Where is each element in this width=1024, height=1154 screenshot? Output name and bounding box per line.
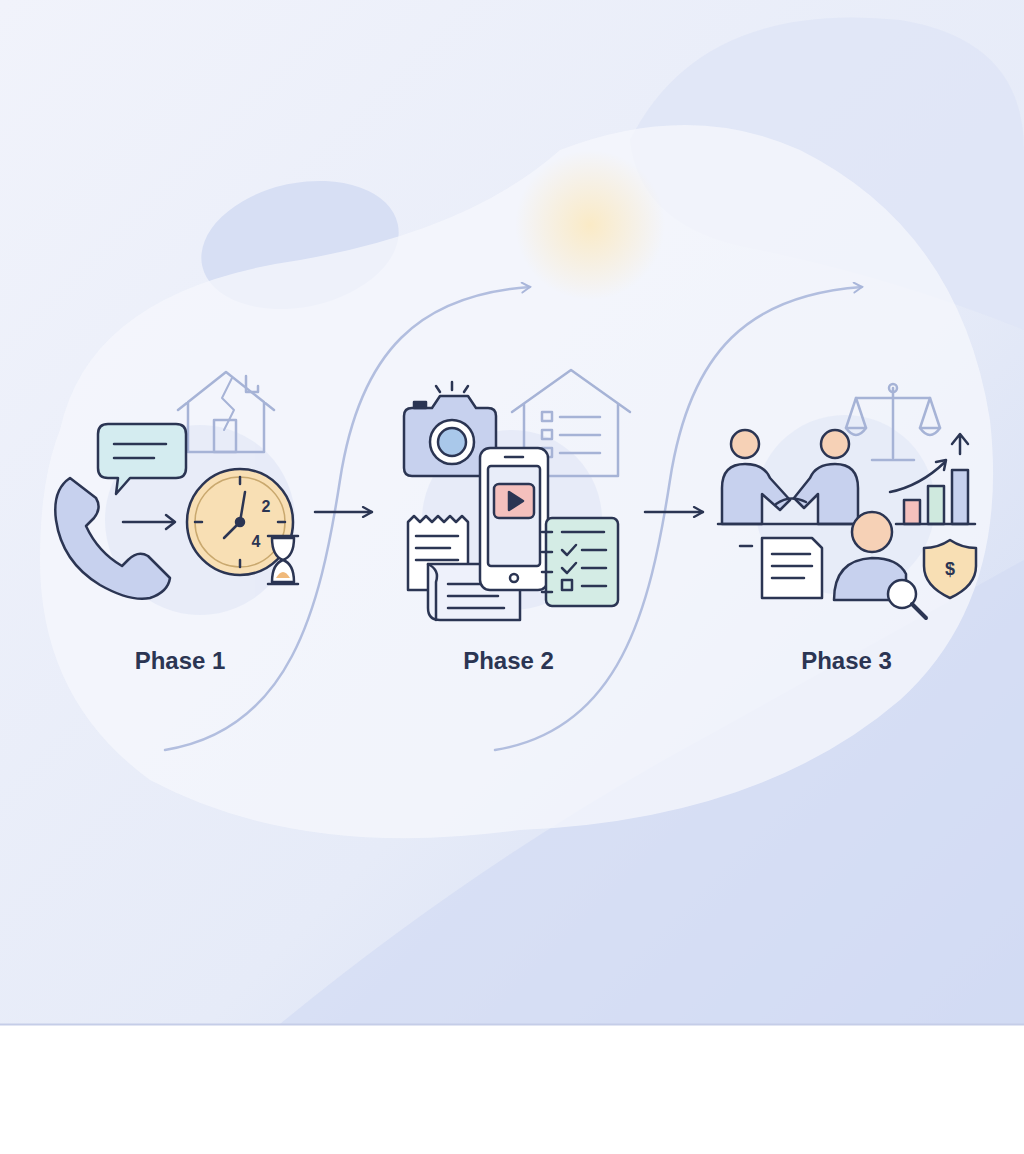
broken-house-icon <box>178 372 274 452</box>
flow-arrow <box>315 511 372 514</box>
phase-group: Phase 3 <box>703 340 990 684</box>
phase-label: Phase 3 <box>801 647 892 676</box>
shield-icon <box>924 540 976 598</box>
clock-icon <box>187 469 293 575</box>
smartphone-icon <box>480 448 548 590</box>
phase-label: Phase 2 <box>463 647 554 676</box>
checklist-notebook-icon <box>542 518 618 606</box>
bar-chart-icon <box>890 434 975 524</box>
contract-document-icon <box>740 538 822 598</box>
decorative-curve <box>165 287 862 750</box>
phase-label: Phase 1 <box>135 647 226 676</box>
phase-halo <box>105 415 935 615</box>
handshake-icon <box>718 430 862 524</box>
phase-group: Phase 2 <box>372 340 645 684</box>
clock-number: 2 <box>262 499 271 515</box>
flow-arrow <box>645 511 703 514</box>
background <box>0 0 1024 1025</box>
flow-arrow-icon <box>123 515 175 529</box>
scales-icon <box>846 384 940 460</box>
currency-symbol: $ <box>945 560 955 578</box>
speech-bubble-icon <box>98 424 186 494</box>
phone-handset-icon <box>55 478 170 599</box>
clock-number: 4 <box>252 534 261 550</box>
magnifier-icon <box>888 580 926 618</box>
hourglass-icon <box>268 536 298 584</box>
phase-group: Phase 1 <box>45 340 315 684</box>
